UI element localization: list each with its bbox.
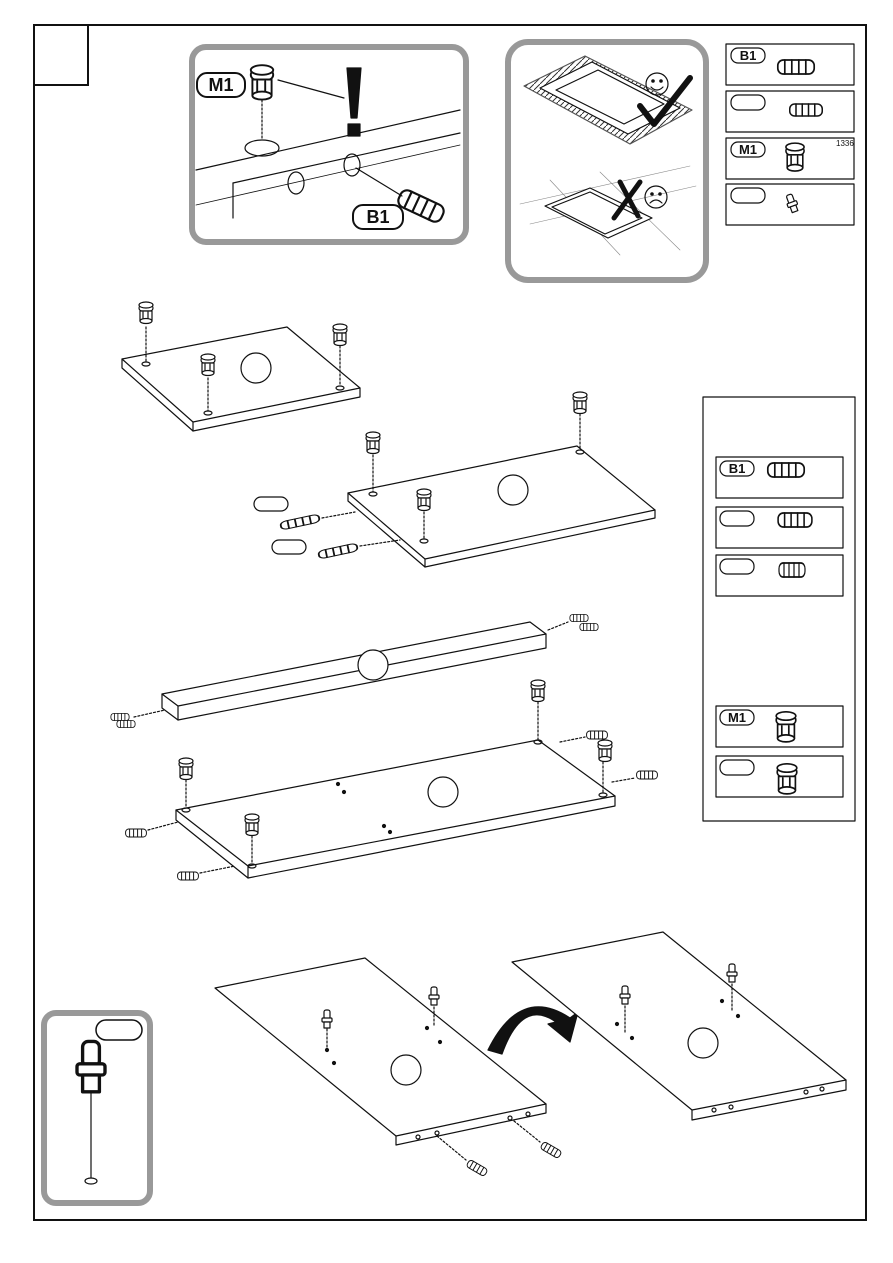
shelf-panel-2 [254, 392, 655, 567]
side-legend-m1-label: M1 [720, 710, 754, 725]
m1-callout-label: M1 [196, 72, 246, 98]
cam-lock-icon [251, 65, 273, 99]
rotate-arrow-icon [488, 1007, 578, 1054]
bottom-panel [126, 680, 658, 880]
b1-callout-label: B1 [352, 204, 404, 230]
top-rail [111, 615, 598, 728]
legend-code: 1336 [836, 139, 854, 148]
side-legend-b1-label: B1 [720, 461, 754, 476]
legend-b1-label: B1 [731, 48, 765, 63]
screw-peg-icon [77, 1041, 105, 1091]
parts-legend [726, 44, 854, 225]
legend-m1-label: M1 [731, 142, 765, 157]
side-panel-left [215, 958, 562, 1177]
shelf-panel-1 [122, 302, 360, 431]
